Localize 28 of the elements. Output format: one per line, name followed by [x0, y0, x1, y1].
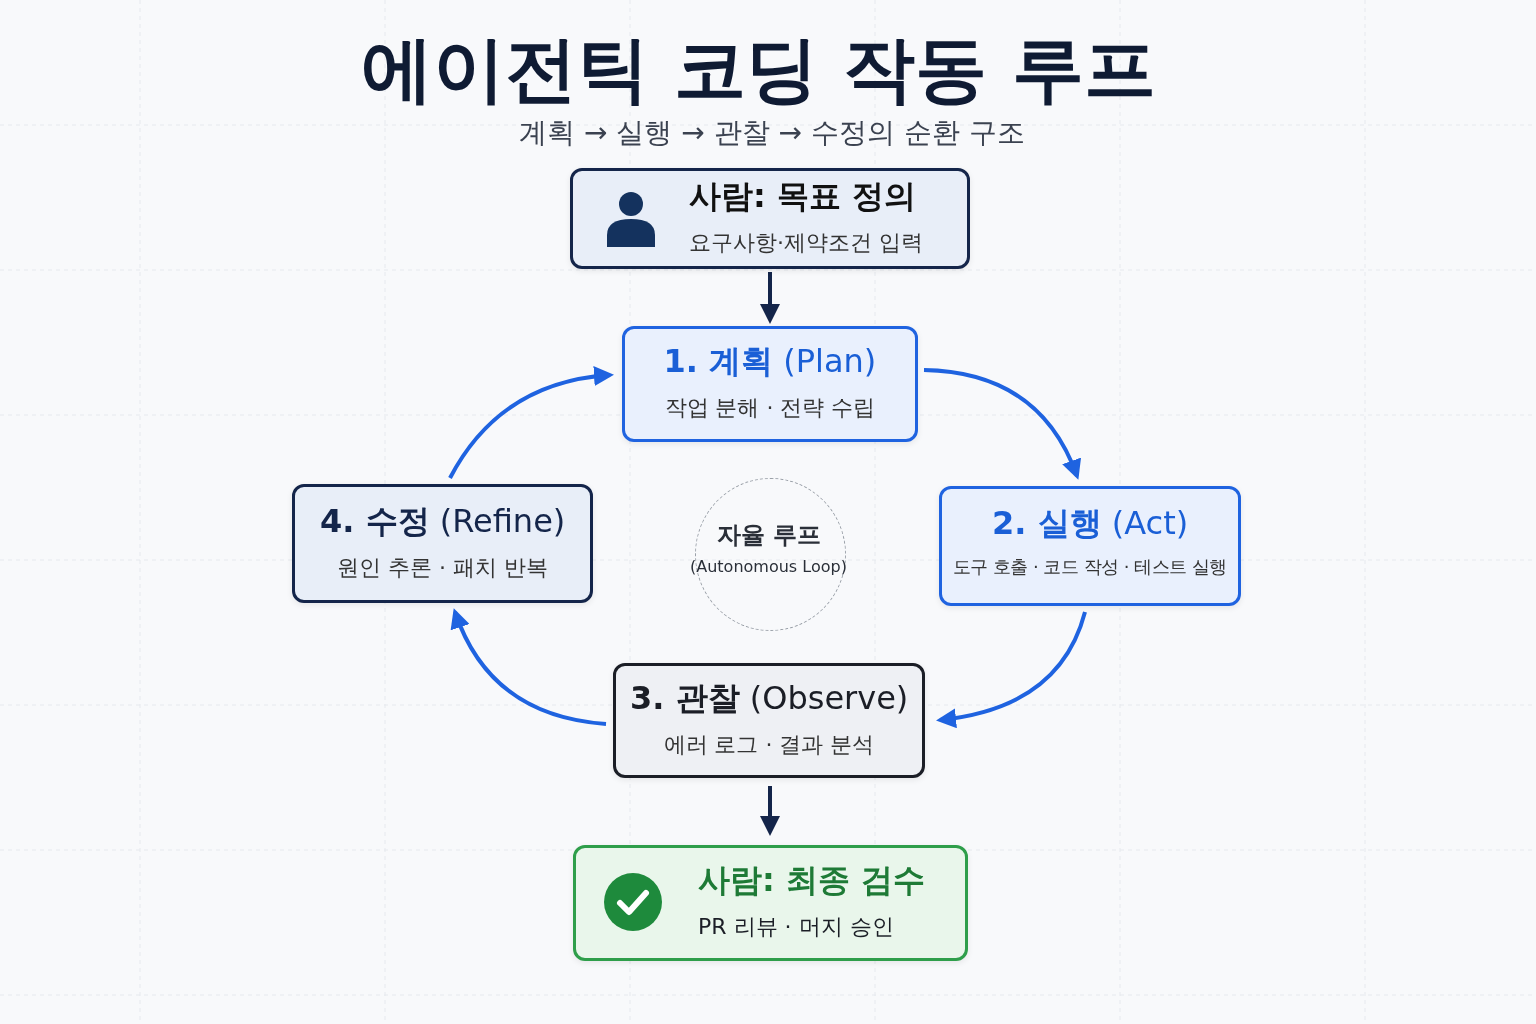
box-subtitle: PR 리뷰 · 머지 승인 [698, 913, 894, 941]
arrow [760, 272, 780, 324]
circle-caption: (Autonomous Loop) [690, 557, 847, 576]
process-box [613, 663, 925, 778]
box-heading: 2. 실행 (Act) [992, 503, 1189, 544]
process-box [570, 168, 970, 269]
process-box [292, 484, 593, 603]
arrow [451, 608, 607, 726]
box-heading: 3. 관찰 (Observe) [630, 677, 909, 719]
arrow [448, 366, 614, 479]
circle-label: 자율 루프 [716, 520, 821, 551]
process-box [622, 326, 918, 442]
box-heading: 사람: 목표 정의 [689, 175, 917, 217]
arrow [923, 368, 1081, 480]
subtitle: 계획 → 실행 → 관찰 → 수정의 순환 구조 [519, 115, 1025, 151]
arrow [936, 611, 1087, 728]
title: 에이전틱 코딩 작동 루프 [360, 26, 1156, 113]
box-subtitle: 도구 호출 · 코드 작성 · 테스트 실행 [952, 555, 1227, 579]
box-subtitle: 요구사항·제약조건 입력 [689, 228, 923, 257]
review-box [573, 845, 968, 961]
box-subtitle: 에러 로그 · 결과 분석 [663, 730, 875, 759]
box-heading: 4. 수정 (Refine) [320, 500, 566, 542]
box-heading: 사람: 최종 검수 [698, 860, 926, 901]
box-subtitle: 작업 분해 · 전략 수립 [664, 394, 876, 422]
arrow [760, 786, 780, 836]
box-subtitle: 원인 추론 · 패치 반복 [337, 553, 548, 582]
box-heading: 1. 계획 (Plan) [663, 341, 877, 382]
process-box [939, 486, 1241, 606]
